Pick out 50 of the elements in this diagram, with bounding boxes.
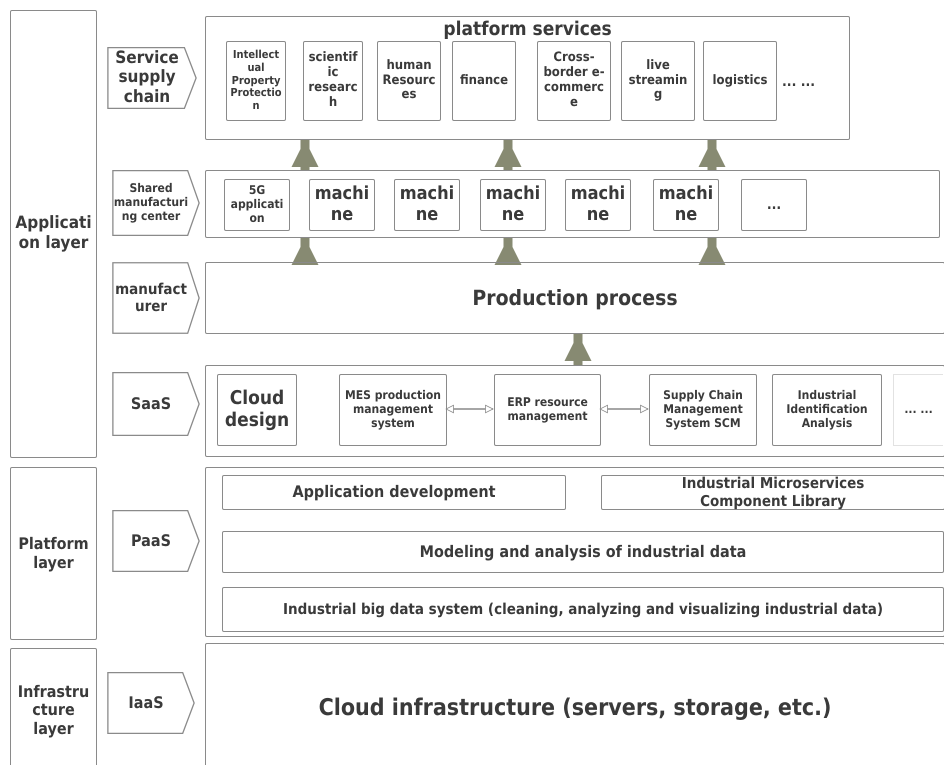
double-arrow — [600, 404, 648, 414]
group-panel — [205, 170, 940, 238]
double-arrow — [446, 404, 494, 414]
layer-label-box: Platform layer — [10, 467, 97, 640]
tier-arrow-tag: manufacturer — [112, 262, 200, 334]
layer-label-box: Application layer — [10, 10, 97, 458]
module-box: Industrial Microservices Component Library — [601, 475, 944, 510]
module-box: live streaming — [621, 41, 695, 121]
block-arrow — [564, 334, 592, 365]
tier-arrow-tag: PaaS — [112, 510, 200, 572]
module-box: scientific research — [303, 41, 363, 121]
block-arrow — [494, 140, 522, 170]
tier-arrow-tag: SaaS — [112, 372, 200, 436]
module-box: logistics — [703, 41, 777, 121]
block-arrow — [292, 140, 318, 170]
module-box: ... ... — [893, 374, 943, 446]
module-box: 5G application — [224, 179, 290, 231]
module-box: Modeling and analysis of industrial data — [222, 531, 944, 573]
tier-arrow-tag: Shared manufacturing center — [112, 170, 200, 236]
group-panel — [205, 365, 944, 457]
module-box: Cloud infrastructure (servers, storage, etc.) — [205, 643, 944, 765]
module-box: machine — [309, 179, 375, 231]
module-box: Industrial Identification Analysis — [772, 374, 882, 446]
module-box: Cross-border e-commerce — [537, 41, 611, 121]
module-box: human Resources — [377, 41, 441, 121]
block-arrow — [698, 140, 726, 170]
module-box: MES production management system — [339, 374, 447, 446]
layer-label-box: Infrastructure layer — [10, 648, 97, 765]
module-box: machine — [565, 179, 631, 231]
block-arrow — [494, 238, 522, 265]
section-heading: platform services — [442, 19, 613, 41]
module-box: machine — [394, 179, 460, 231]
module-box: Industrial big data system (cleaning, analyzing and visualizing industrial data) — [222, 587, 944, 632]
block-arrow — [292, 238, 318, 265]
module-box: machine — [480, 179, 546, 231]
block-arrow — [698, 238, 726, 265]
module-box: ... — [741, 179, 807, 231]
module-box: Application development — [222, 475, 566, 510]
module-box: machine — [653, 179, 719, 231]
module-box: Intellectual Property Protection — [226, 41, 286, 121]
module-box: Supply Chain Management System SCM — [649, 374, 757, 446]
module-box: Cloud design — [217, 374, 297, 446]
module-box: finance — [452, 41, 516, 121]
tier-arrow-tag: Service supply chain — [107, 47, 197, 109]
group-panel — [205, 16, 850, 140]
group-panel — [205, 467, 944, 637]
module-box: Production process — [205, 262, 944, 334]
module-box: ERP resource management — [494, 374, 601, 446]
tier-arrow-tag: IaaS — [107, 672, 195, 734]
ellipsis-text: ... ... — [782, 74, 816, 90]
